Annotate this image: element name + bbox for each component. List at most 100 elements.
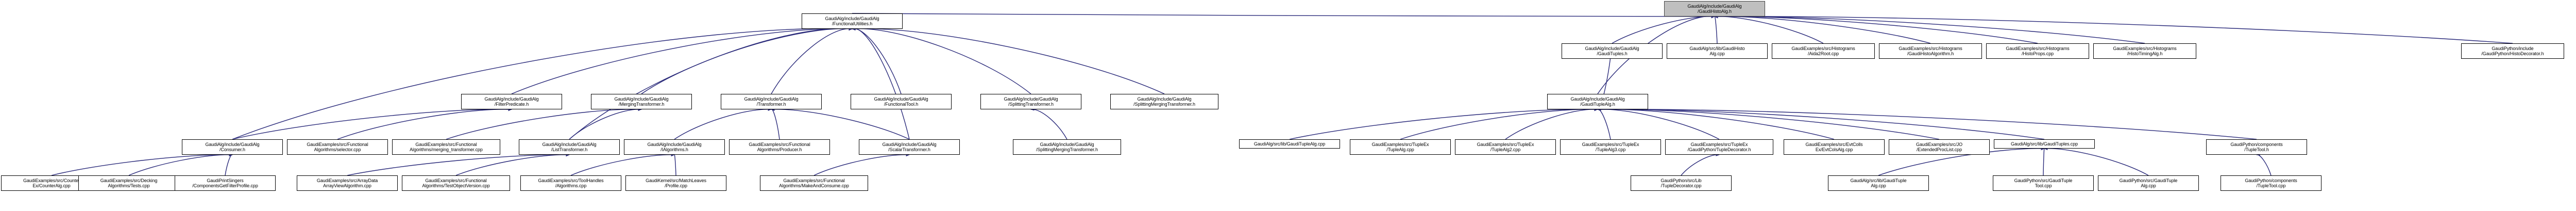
graph-node-label: GaudiAlg/include/GaudiAlg /SplittingMerg… bbox=[1036, 141, 1098, 152]
graph-node-label: GaudiAlg/include/GaudiAlg /Transformer.h bbox=[744, 96, 799, 107]
graph-edge bbox=[446, 107, 642, 140]
graph-node-label: GaudiAlg/include/GaudiAlg /GaudiTupleAlg… bbox=[1570, 96, 1625, 107]
graph-node-label: GaudiExamples/src/TupleEx /TupleAlg3.cpp bbox=[1582, 141, 1639, 152]
graph-node[interactable]: GaudiAlg/include/GaudiAlg /SplittingMerg… bbox=[1110, 94, 1218, 109]
graph-node[interactable]: GaudiAlg/include/GaudiAlg /Transformer.h bbox=[721, 94, 822, 109]
graph-node[interactable]: GaudiExamples/src/TupleEx /GaudiPython/T… bbox=[1665, 139, 1773, 155]
graph-node-label: GaudiAlg/src/lib/GaudiTupleAlg.cpp bbox=[1253, 141, 1326, 147]
graph-node[interactable]: GaudiAlg/include/GaudiAlg /IAlgorithms.h bbox=[624, 139, 725, 155]
graph-node[interactable]: GaudiAlg/include/GaudiAlg /FilterPredica… bbox=[461, 94, 562, 109]
graph-node[interactable]: GaudiPython/src/Lib /TupleDecorator.cpp bbox=[1631, 175, 1732, 191]
graph-edge bbox=[771, 107, 910, 140]
graph-node-label: GaudiAlg/include/GaudiAlg /FunctionalToo… bbox=[874, 96, 928, 107]
graph-node[interactable]: GaudiExamples/src/TupleEx /TupleAlg3.cpp bbox=[1560, 139, 1661, 155]
graph-node[interactable]: GaudiExamples/src/Functional Algorithms/… bbox=[729, 139, 830, 155]
graph-node[interactable]: GaudiExamples/src/TupleEx /TupleAlg2.cpp bbox=[1455, 139, 1556, 155]
graph-node[interactable]: GaudiExamples/src/Functional Algorithms/… bbox=[287, 139, 388, 155]
graph-edge bbox=[673, 151, 677, 176]
graph-node-label: GaudiExamples/src/EvtColls Ex/EvtColsAlg… bbox=[1805, 141, 1863, 152]
graph-node[interactable]: GaudiExamples/src/Functional Algorithms/… bbox=[760, 175, 868, 191]
graph-node[interactable]: GaudiExamples/src/Histograms /Aida2Root.… bbox=[1772, 43, 1875, 59]
graph-edge bbox=[511, 27, 853, 94]
graph-node-label: GaudiPrintSingers /ComponentsGetFilterPr… bbox=[192, 177, 258, 188]
graph-edge bbox=[2044, 147, 2149, 176]
graph-edge bbox=[814, 153, 910, 176]
graph-node[interactable]: GaudiAlg/src/lib/GaudiTupleAlg.cpp bbox=[1239, 139, 1340, 149]
graph-node[interactable]: GaudiExamples/src/Functional Algorithms/… bbox=[392, 139, 500, 155]
graph-node[interactable]: GaudiAlg/include/GaudiAlg /GaudiTuples.h bbox=[1562, 43, 1663, 59]
graph-node-label: GaudiExamples/src/TupleEx /GaudiPython/T… bbox=[1687, 141, 1751, 152]
graph-edge bbox=[1597, 106, 1611, 140]
graph-node[interactable]: GaudiAlg/include/GaudiAlg /FunctionalToo… bbox=[851, 94, 952, 109]
graph-edge bbox=[1400, 107, 1598, 140]
graph-edge bbox=[232, 107, 512, 140]
graph-edge bbox=[1597, 107, 1835, 140]
graph-node[interactable]: GaudiExamples/src/Histograms /HistoTimin… bbox=[2093, 43, 2196, 59]
graph-edge bbox=[771, 26, 853, 94]
graph-node-label: GaudiPython/src/GaudiTuple Tool.cpp bbox=[2014, 177, 2073, 188]
graph-node[interactable]: GaudiAlg/include/GaudiAlg /SplittingTran… bbox=[980, 94, 1081, 109]
graph-node[interactable]: GaudiPrintSingers /ComponentsGetFilterPr… bbox=[175, 175, 276, 191]
graph-node-label: GaudiAlg/src/lib/GaudiTuple Alg.cpp bbox=[1850, 177, 1907, 188]
graph-edge bbox=[1597, 107, 2257, 140]
graph-node-label: GaudiKernel/src/MatchLeaves /Profile.cpp bbox=[646, 177, 706, 188]
graph-edge bbox=[128, 153, 233, 176]
graph-node[interactable]: GaudiAlg/src/lib/GaudiTuple Alg.cpp bbox=[1828, 175, 1929, 191]
graph-node[interactable]: GaudiPython/include /GaudiPython/HistoDe… bbox=[2461, 43, 2564, 59]
graph-node[interactable]: GaudiAlg/include/GaudiAlg /ListTransform… bbox=[519, 139, 620, 155]
graph-node[interactable]: GaudiAlg/include/GaudiAlg /FunctionalUti… bbox=[802, 13, 903, 29]
graph-node-label: GaudiExamples/src/TupleEx /TupleAlg2.cpp bbox=[1477, 141, 1534, 152]
graph-node-label: GaudiExamples/src/ToolHandles /Algorithm… bbox=[538, 177, 604, 188]
graph-node-label: GaudiExamples/src/Functional Algorithms/… bbox=[749, 141, 810, 152]
graph-node[interactable]: GaudiExamples/src/Functional Algorithms/… bbox=[402, 175, 510, 191]
graph-node-label: GaudiExamples/src/ArrayData ArrayViewAlg… bbox=[316, 177, 378, 188]
graph-node[interactable]: GaudiAlg/include/GaudiAlg /Consumer.h bbox=[182, 139, 283, 155]
graph-node-label: GaudiAlg/include/GaudiAlg /MergingTransf… bbox=[614, 96, 669, 107]
graph-node[interactable]: GaudiExamples/src/ArrayData ArrayViewAlg… bbox=[297, 175, 398, 191]
graph-node[interactable]: GaudiPython/src/GaudiTuple Alg.cpp bbox=[2098, 175, 2199, 191]
graph-node-label: GaudiPython/src/GaudiTuple Alg.cpp bbox=[2119, 177, 2178, 188]
graph-node-label: GaudiExamples/src/Functional Algorithms/… bbox=[307, 141, 368, 152]
graph-node-label: GaudiAlg/include/GaudiAlg /GaudiHistoAlg… bbox=[1687, 3, 1742, 14]
graph-node[interactable]: GaudiExamples/src/Decking Algorithms/Tes… bbox=[78, 175, 179, 191]
graph-node[interactable]: GaudiExamples/src/EvtColls Ex/EvtColsAlg… bbox=[1784, 139, 1885, 155]
graph-node-label: GaudiAlg/include/GaudiAlg /FunctionalUti… bbox=[825, 15, 879, 26]
graph-edge bbox=[1612, 14, 1715, 44]
graph-edge bbox=[1597, 107, 2045, 140]
graph-node-label: GaudiAlg/include/GaudiAlg /SplittingTran… bbox=[1004, 96, 1058, 107]
graph-node[interactable]: GaudiPython/components /TupleTool.h bbox=[2206, 139, 2307, 155]
graph-edge bbox=[2256, 152, 2272, 176]
graph-node[interactable]: GaudiExamples/src/JO /ExtendedProcList.c… bbox=[1889, 139, 1990, 155]
graph-node-label: GaudiExamples/src/Histograms /HistoTimin… bbox=[2113, 45, 2177, 56]
graph-node[interactable]: GaudiExamples/src/Histograms /GaudiHisto… bbox=[1879, 43, 1982, 59]
graph-edge bbox=[852, 26, 902, 94]
graph-node[interactable]: GaudiExamples/src/TupleEx /TupleAlg.cpp bbox=[1350, 139, 1451, 155]
graph-node[interactable]: GaudiPython/components /TupleTool.cpp bbox=[2221, 175, 2321, 191]
graph-node-label: GaudiAlg/include/GaudiAlg /ScalarTransfo… bbox=[882, 141, 937, 152]
graph-edge bbox=[1289, 107, 1598, 140]
graph-node[interactable]: GaudiAlg/src/lib/GaudiTuples.cpp bbox=[1994, 139, 2095, 149]
graph-edge bbox=[1597, 107, 1940, 140]
graph-node[interactable]: GaudiAlg/src/lib/GaudiHisto Alg.cpp bbox=[1667, 43, 1768, 59]
graph-node[interactable]: GaudiAlg/include/GaudiAlg /ScalarTransfo… bbox=[859, 139, 960, 155]
graph-node-root[interactable]: GaudiAlg/include/GaudiAlg /GaudiHistoAlg… bbox=[1664, 1, 1765, 17]
graph-node[interactable]: GaudiAlg/include/GaudiAlg /GaudiTupleAlg… bbox=[1547, 94, 1648, 109]
graph-edge bbox=[1714, 12, 1718, 44]
graph-edge bbox=[1030, 107, 1067, 140]
graph-node-label: GaudiAlg/src/lib/GaudiTuples.cpp bbox=[2010, 141, 2078, 147]
graph-node[interactable]: GaudiAlg/include/GaudiAlg /SplittingMerg… bbox=[1013, 139, 1121, 155]
graph-edge bbox=[570, 153, 675, 176]
graph-node-label: GaudiExamples/src/Functional Algorithms/… bbox=[410, 141, 483, 152]
graph-edge bbox=[641, 27, 853, 94]
graph-node[interactable]: GaudiExamples/src/Histograms /HistoProps… bbox=[1986, 43, 2089, 59]
graph-node[interactable]: GaudiPython/src/GaudiTuple Tool.cpp bbox=[1993, 175, 2094, 191]
graph-node[interactable]: GaudiKernel/src/MatchLeaves /Profile.cpp bbox=[625, 175, 726, 191]
graph-edge bbox=[1597, 107, 1720, 140]
graph-node-label: GaudiPython/components /TupleTool.cpp bbox=[2245, 177, 2297, 188]
graph-node-label: GaudiAlg/include/GaudiAlg /FilterPredica… bbox=[484, 96, 539, 107]
graph-node[interactable]: GaudiAlg/include/GaudiAlg /MergingTransf… bbox=[591, 94, 692, 109]
graph-edge bbox=[1714, 14, 1824, 44]
graph-node[interactable]: GaudiExamples/src/ToolHandles /Algorithm… bbox=[520, 175, 621, 191]
graph-node-label: GaudiAlg/include/GaudiAlg /Consumer.h bbox=[205, 141, 260, 152]
graph-node-label: GaudiExamples/src/Counter Ex/CounterAlg.… bbox=[23, 177, 80, 188]
